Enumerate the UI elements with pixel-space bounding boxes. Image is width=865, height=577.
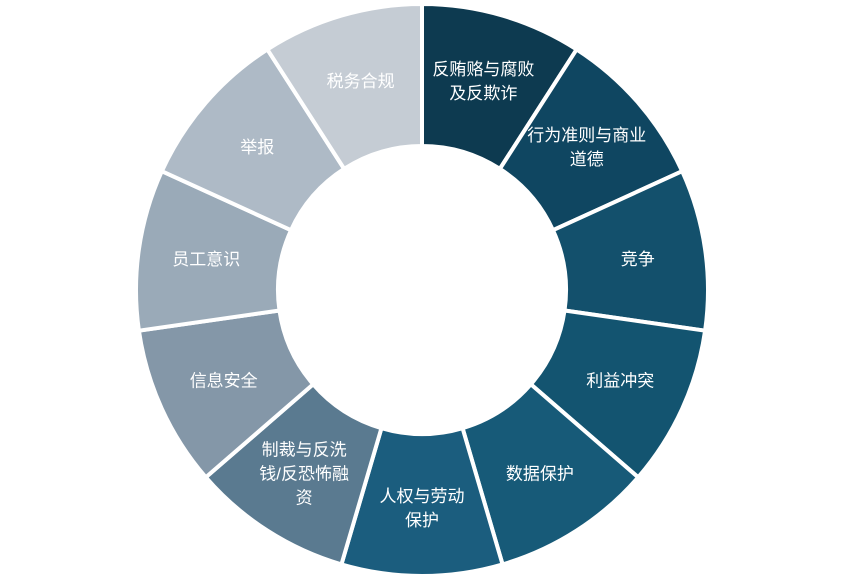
segment-label-line: 保护	[405, 511, 439, 530]
segment-label-line: 利益冲突	[586, 372, 654, 391]
segment-label-2: 行为准则与商业道德	[527, 126, 646, 169]
segment-label-7: 制裁与反洗钱/反恐怖融资	[259, 440, 349, 507]
segment-label-line: 及反欺诈	[449, 84, 517, 103]
segment-label-line: 数据保护	[506, 464, 574, 483]
segment-label-line: 制裁与反洗	[262, 440, 347, 459]
segment-label-line: 行为准则与商业	[527, 126, 646, 145]
ring-segment-11	[265, 2, 424, 171]
segment-label-line: 钱/反恐怖融	[259, 464, 349, 483]
segment-label-11: 税务合规	[327, 72, 395, 91]
segment-label-10: 举报	[240, 138, 274, 157]
segment-label-line: 员工意识	[172, 250, 240, 269]
segment-label-6: 人权与劳动保护	[380, 487, 465, 530]
segment-label-line: 人权与劳动	[380, 487, 465, 506]
segment-label-line: 资	[296, 488, 313, 507]
segment-label-4: 利益冲突	[586, 372, 654, 391]
segment-label-5: 数据保护	[506, 464, 574, 483]
segment-label-line: 税务合规	[327, 72, 395, 91]
segment-label-9: 员工意识	[172, 250, 240, 269]
segment-label-1: 反贿赂与腐败及反欺诈	[432, 60, 534, 103]
segment-label-line: 反贿赂与腐败	[432, 60, 534, 79]
segment-label-8: 信息安全	[190, 372, 258, 391]
segment-label-3: 竞争	[621, 250, 655, 269]
segment-label-line: 举报	[240, 138, 274, 157]
segment-label-line: 道德	[570, 150, 604, 169]
segment-label-line: 信息安全	[190, 372, 258, 391]
segment-label-line: 竞争	[621, 250, 655, 269]
